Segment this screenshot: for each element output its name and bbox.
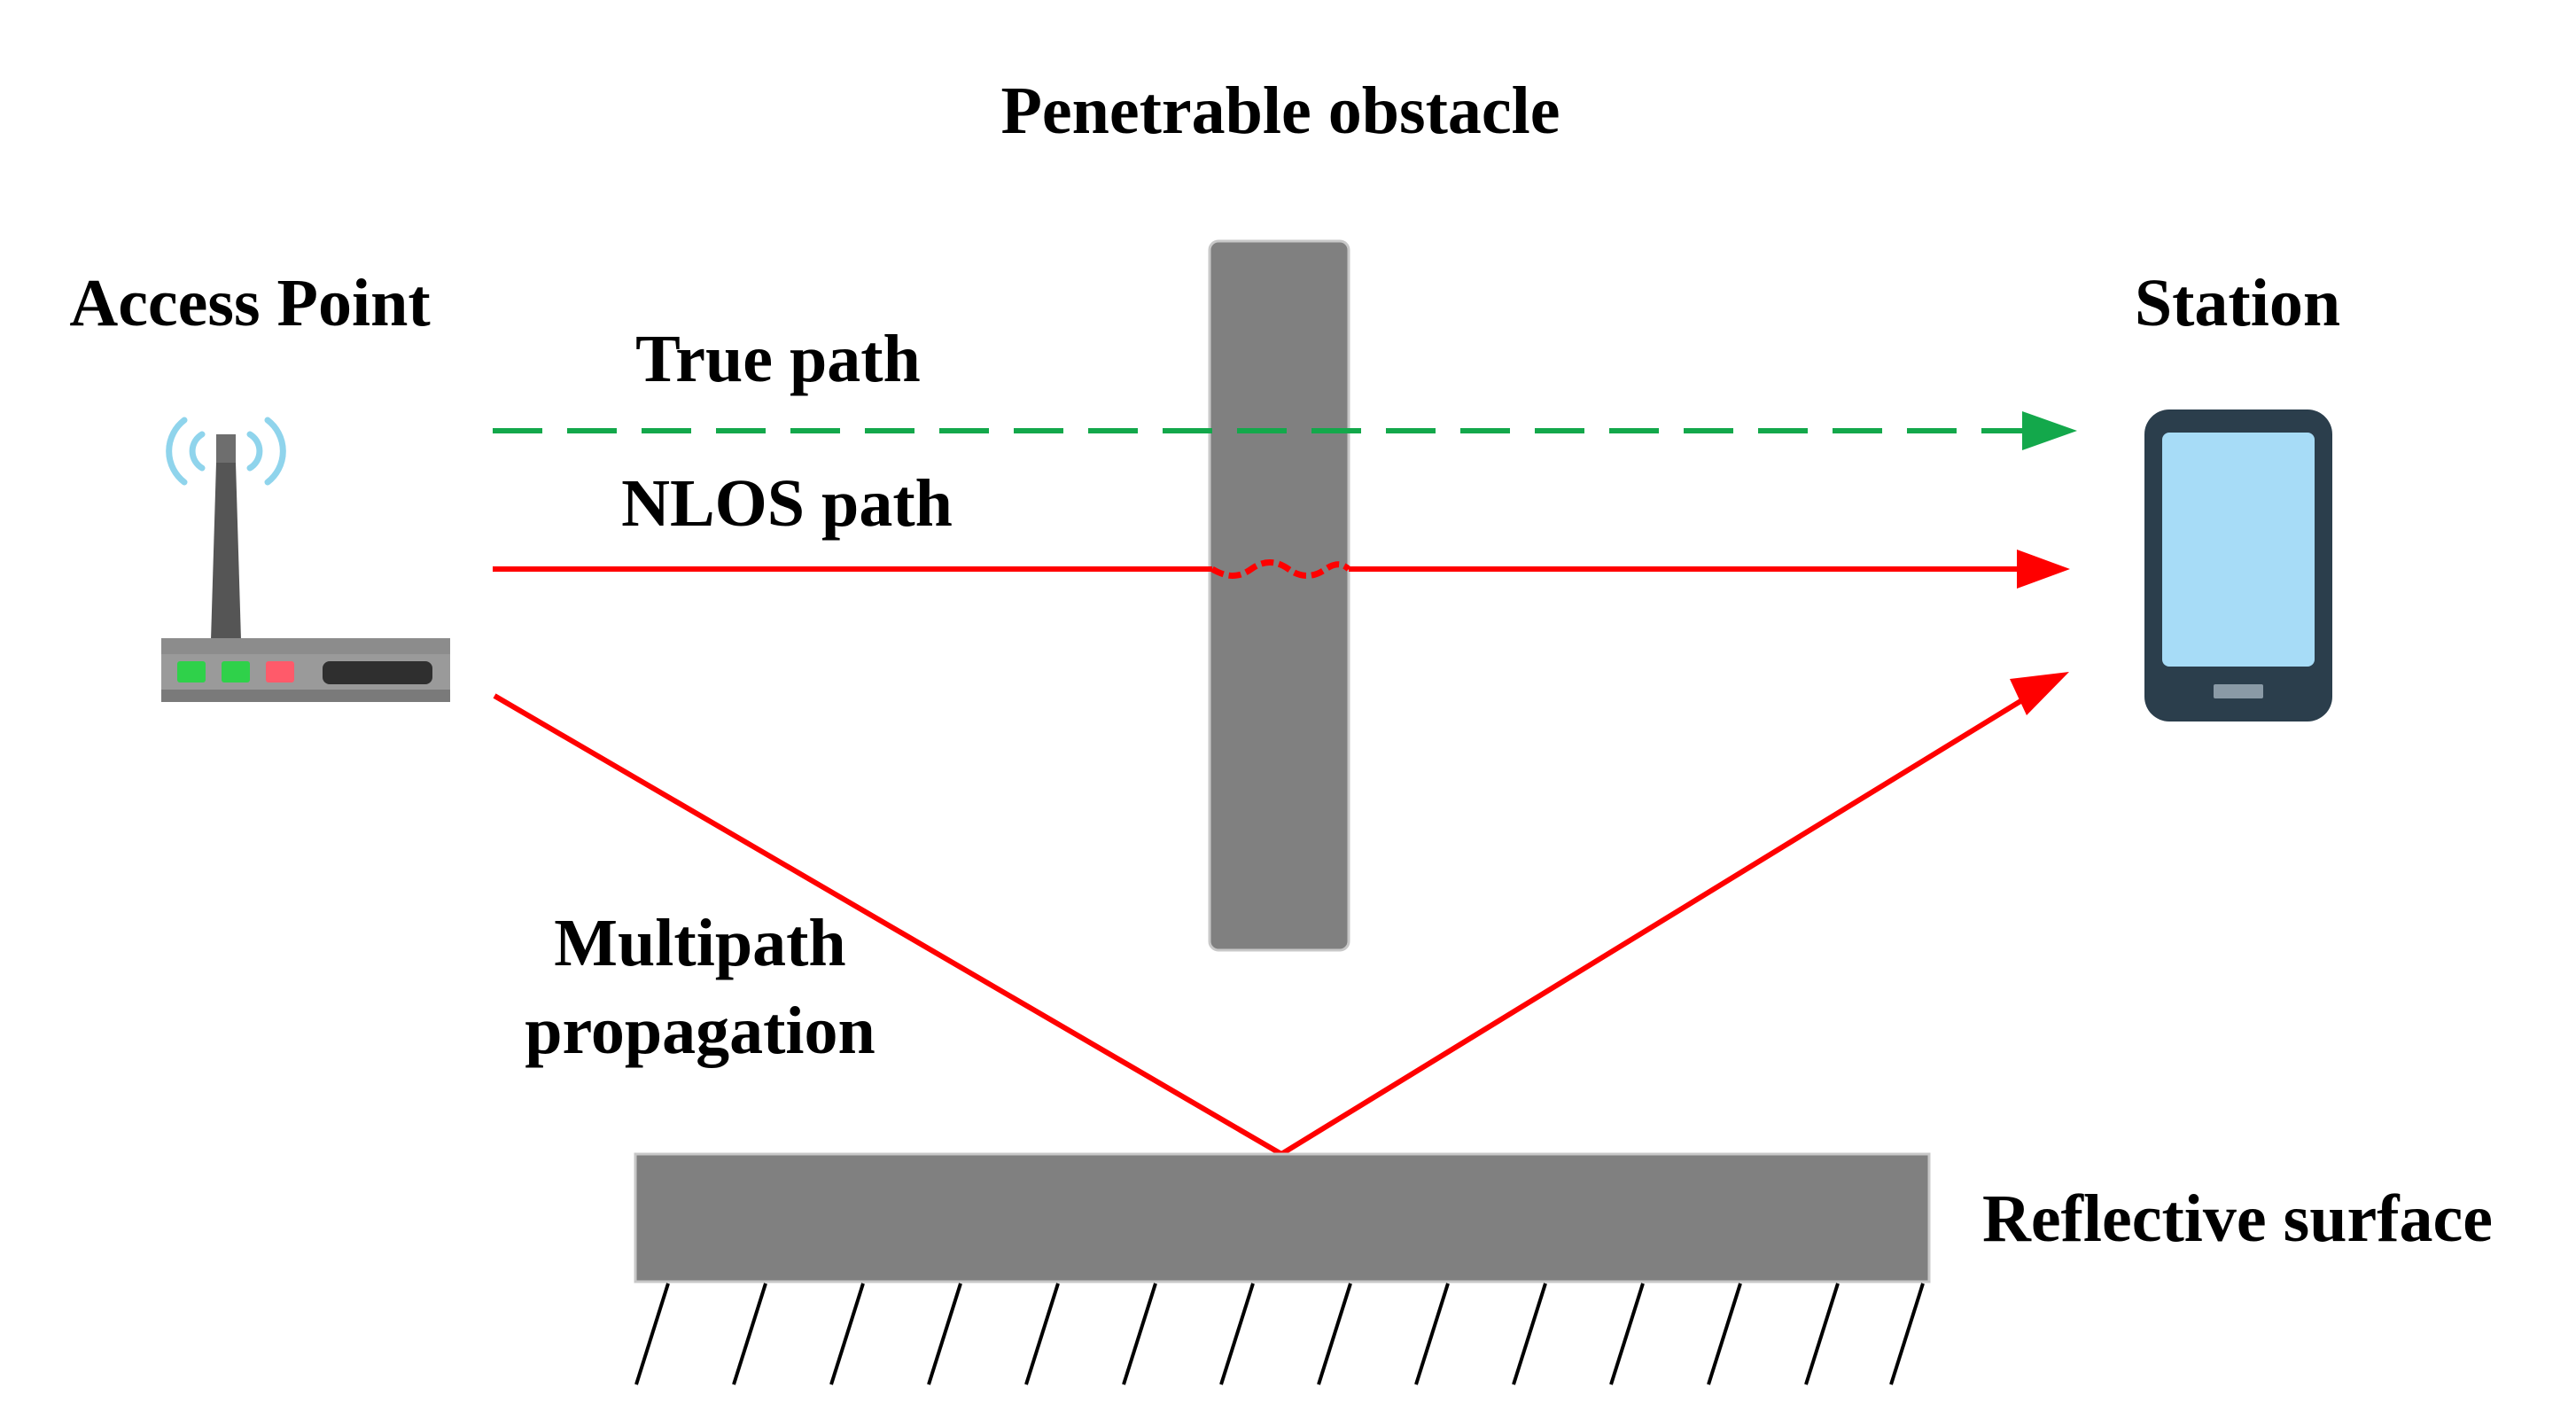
multipath-label-line2: propagation [525, 994, 876, 1068]
obstacle-label: Penetrable obstacle [1000, 74, 1560, 148]
true-path-arrowhead [2022, 411, 2077, 450]
surface-hatching [634, 1283, 1925, 1385]
access-point-label: Access Point [69, 266, 430, 340]
nlos-path-label: NLOS path [621, 466, 953, 541]
nlos-path-distortion [1210, 559, 1351, 579]
multipath-arrowhead [2010, 672, 2069, 715]
station-label: Station [2135, 266, 2340, 340]
penetrable-obstacle [1208, 239, 1350, 952]
wifi-router-icon [161, 417, 450, 702]
smartphone-icon [2144, 410, 2332, 722]
multipath-label-line1: Multipath [554, 906, 845, 980]
nlos-path-arrowhead [2017, 550, 2070, 589]
reflective-surface [634, 1152, 1931, 1283]
reflective-surface-label: Reflective surface [1982, 1182, 2493, 1256]
true-path-label: True path [635, 322, 921, 396]
